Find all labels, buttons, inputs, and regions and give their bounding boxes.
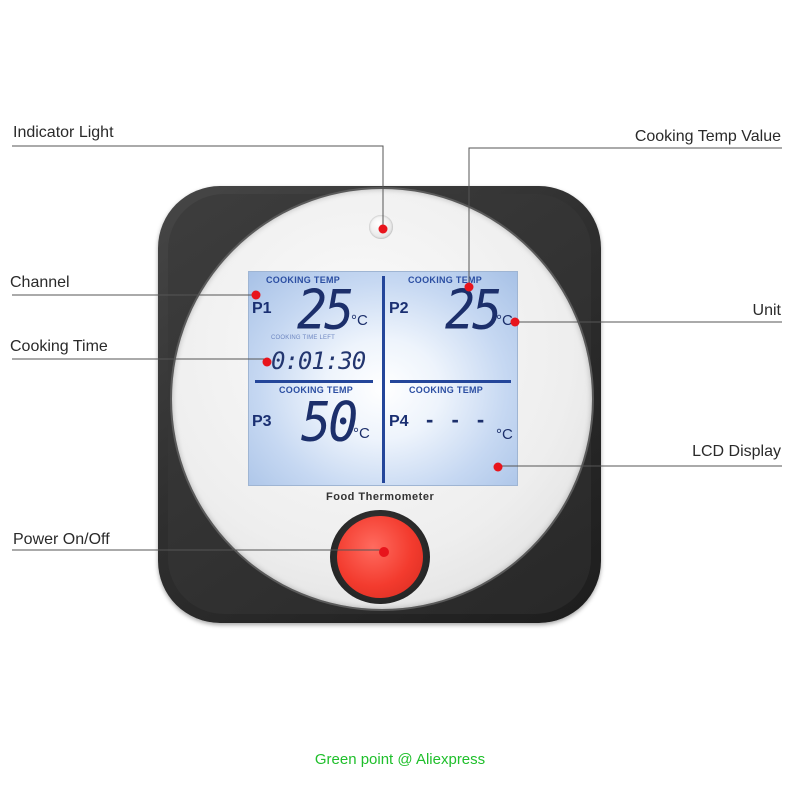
lcd-divider-vertical	[382, 276, 385, 483]
label-lcd-display: LCD Display	[692, 443, 781, 460]
p1-header: COOKING TEMP	[266, 275, 341, 285]
lcd-divider-left	[255, 380, 373, 383]
product-name: Food Thermometer	[326, 491, 435, 503]
p3-channel: P3	[252, 413, 272, 430]
p4-channel: P4	[389, 413, 409, 430]
p2-channel: P2	[389, 300, 409, 317]
label-channel: Channel	[10, 274, 70, 291]
p4-temp: - - -	[426, 407, 491, 432]
p2-unit: °C	[496, 312, 513, 329]
p3-header: COOKING TEMP	[279, 385, 354, 395]
lcd-divider-right	[390, 380, 511, 383]
watermark: Green point @ Aliexpress	[314, 751, 486, 768]
p3-unit: °C	[353, 425, 370, 442]
time-caption: COOKING TIME LEFT	[271, 335, 335, 341]
label-power: Power On/Off	[13, 531, 110, 548]
label-unit: Unit	[752, 302, 781, 319]
cooking-time: 0:01:30	[271, 347, 366, 375]
label-cooking-temp-value: Cooking Temp Value	[634, 128, 781, 145]
p3-temp: 50	[301, 390, 358, 454]
p1-unit: °C	[351, 312, 368, 329]
p4-unit: °C	[496, 426, 513, 443]
power-button[interactable]	[337, 516, 423, 598]
p4-header: COOKING TEMP	[409, 385, 484, 395]
p1-channel: P1	[252, 300, 272, 317]
p1-temp: 25	[297, 278, 354, 342]
lcd-display: COOKING TEMP P1 25 °C COOKING TIME LEFT …	[248, 271, 518, 486]
indicator-light	[369, 215, 393, 239]
label-cooking-time: Cooking Time	[10, 338, 108, 355]
p2-temp: 25	[445, 278, 502, 342]
p2-header: COOKING TEMP	[408, 275, 483, 285]
label-indicator-light: Indicator Light	[13, 124, 114, 141]
